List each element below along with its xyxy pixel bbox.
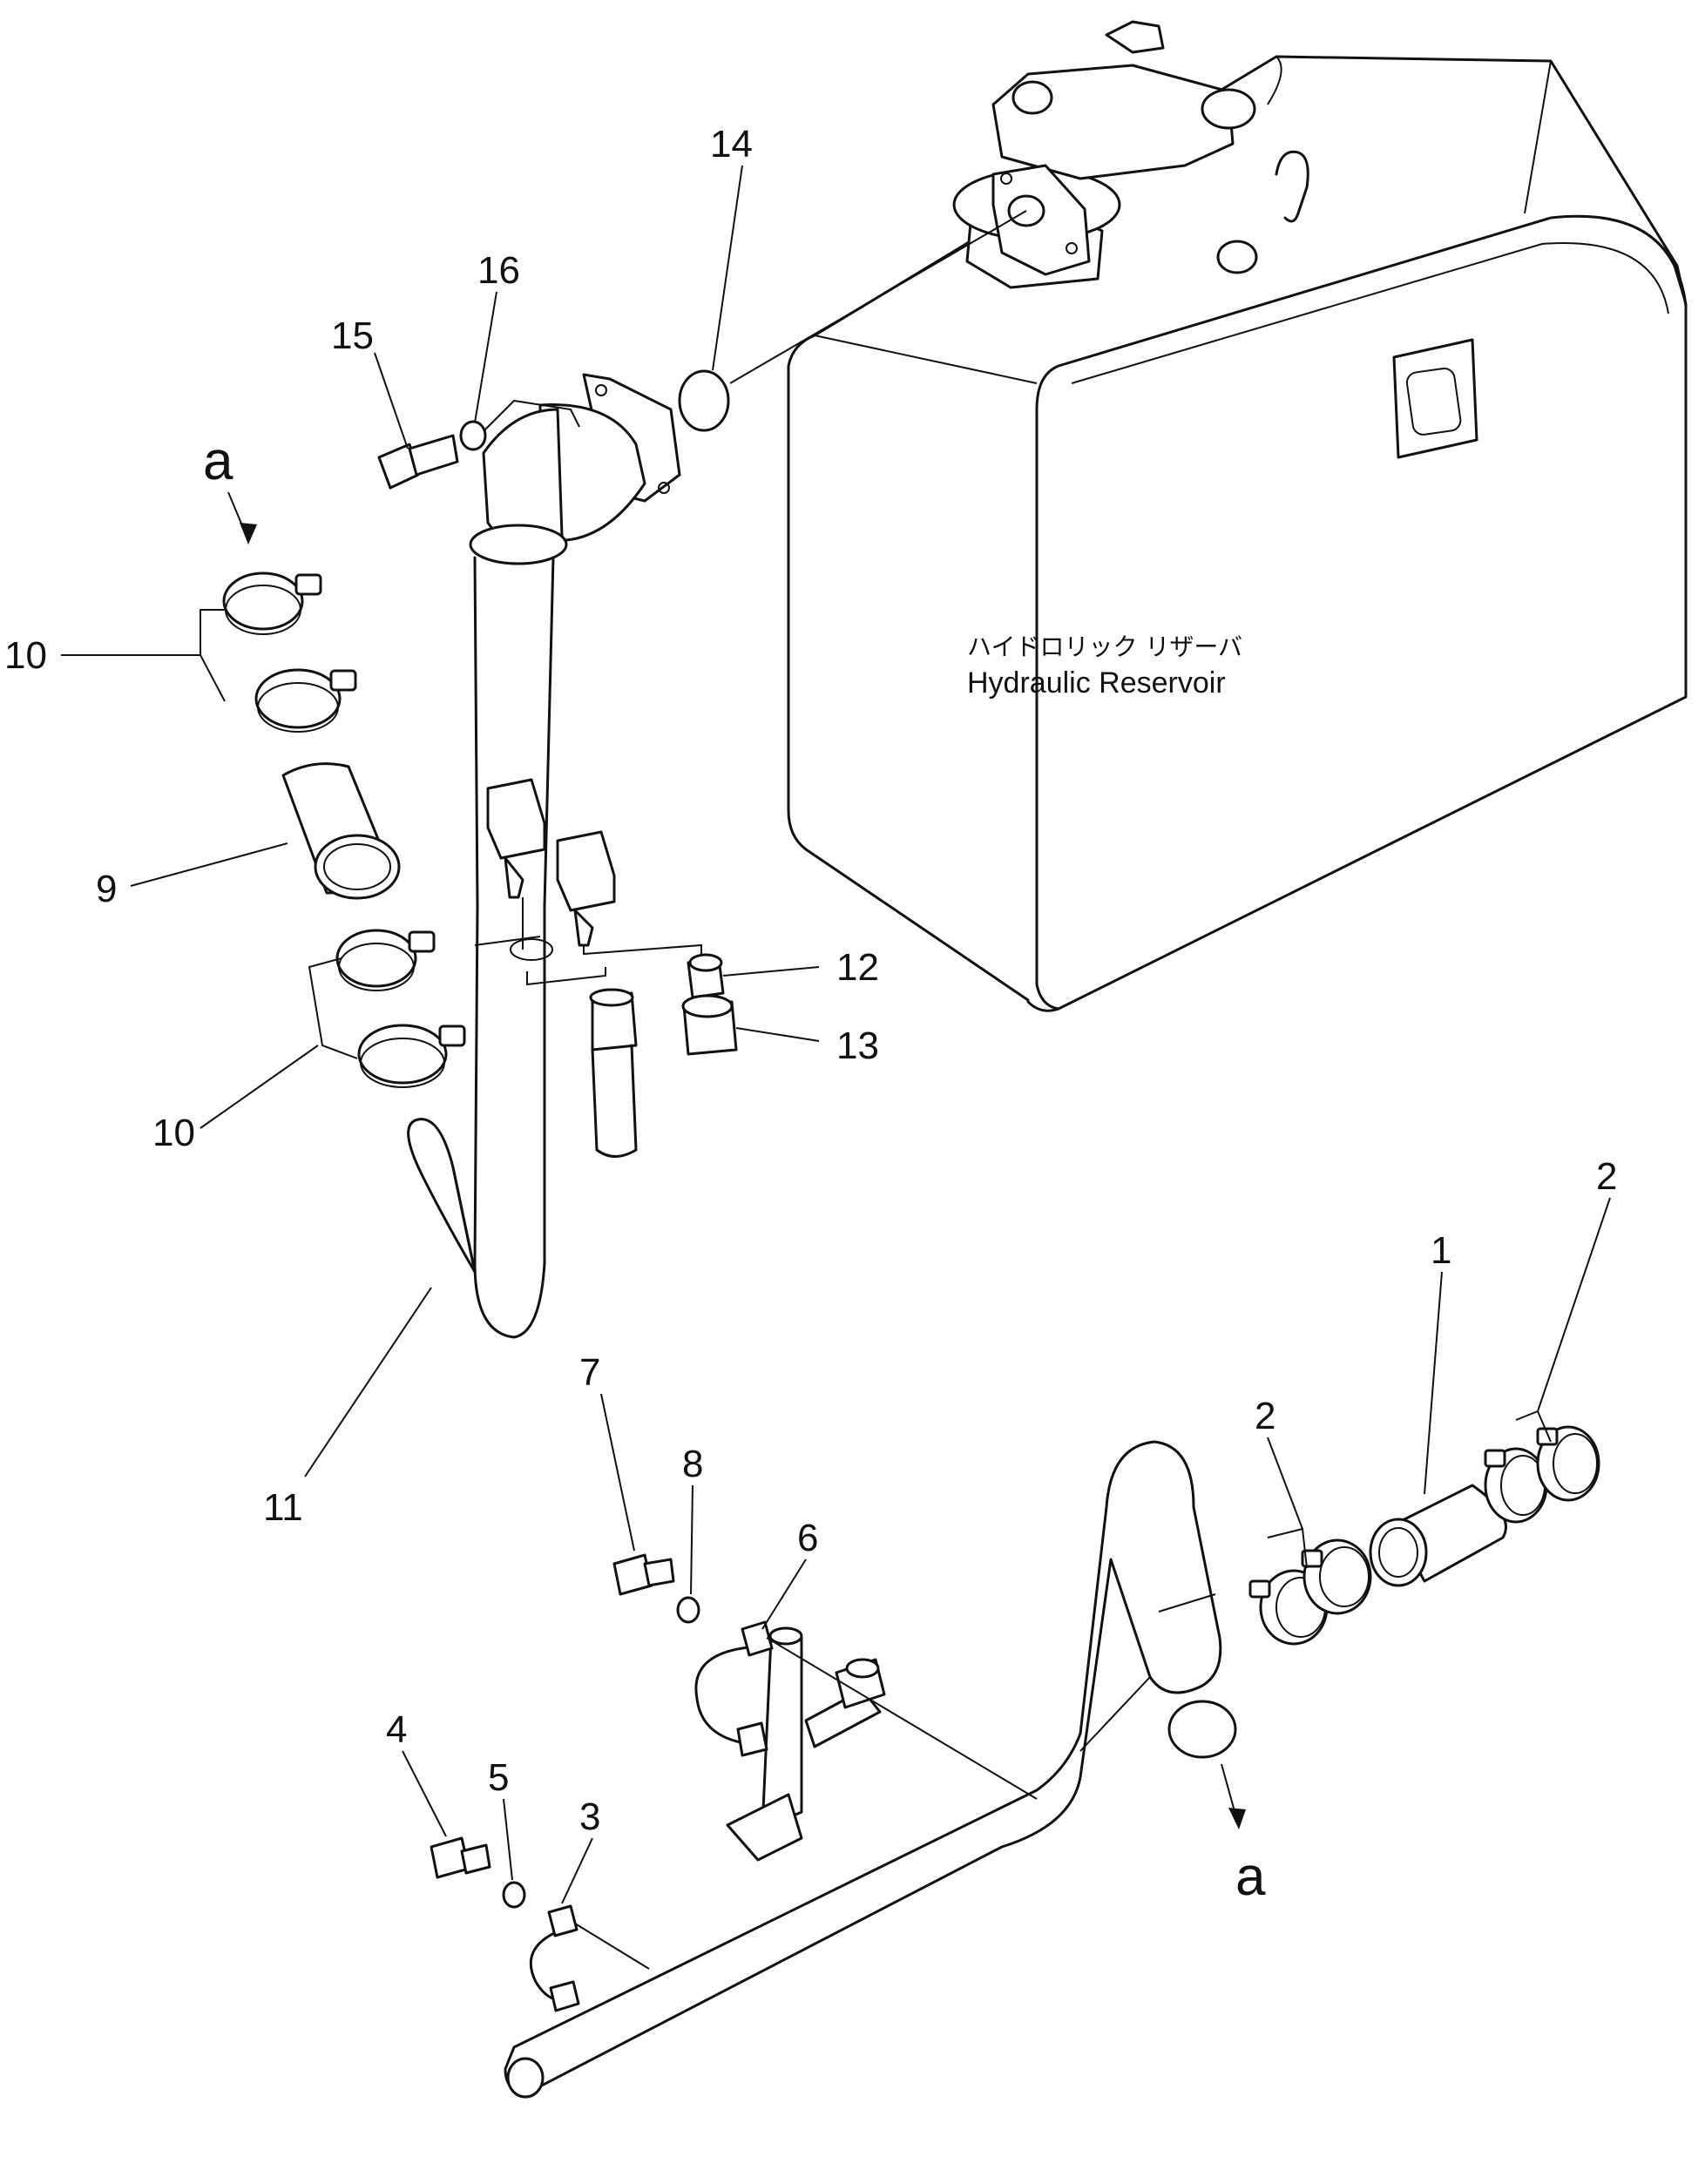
callout-a-bottom: a [1235,1847,1266,1907]
reservoir-name-en: Hydraulic Reservoir [967,666,1226,700]
tank-top-filter [952,20,1309,289]
suction-tube [407,556,555,1339]
callout-7: 7 [579,1351,600,1394]
pipe-clamp-lower [529,1904,650,2012]
callout-11: 11 [263,1486,303,1529]
bolt-flange [377,434,459,490]
hose-clamp-lower-b [357,1024,466,1088]
callout-15: 15 [331,314,374,357]
callout-2-left: 2 [1255,1395,1275,1437]
pipe-clamp-upper [694,1620,1038,1800]
bolt-lower-clamp [430,1836,491,1879]
rubber-hose-right [1369,1484,1507,1587]
nut [681,994,738,1056]
sight-gauge [1392,338,1478,459]
hose-clamp-lower-a [335,929,436,991]
callout-13: 13 [836,1024,879,1067]
washer-upper-clamp [676,1596,700,1624]
callout-9: 9 [96,868,117,910]
callout-10-upper: 10 [4,634,47,677]
callout-3: 3 [579,1795,600,1838]
hydraulic-reservoir: ハイドロリック リザーバ Hydraulic Reservoir [729,20,1688,1012]
callout-2-right: 2 [1596,1155,1617,1198]
hose-clamp-right-d [1536,1425,1600,1502]
hose-clamp-upper-a [222,571,322,635]
reservoir-name-jp: ハイドロリック リザーバ [967,632,1242,661]
leader-lines [61,165,1611,1904]
hose-clamp-right-c [1484,1447,1548,1524]
callout-8: 8 [682,1443,703,1485]
callout-10-lower: 10 [152,1112,195,1154]
callout-1: 1 [1431,1229,1451,1272]
o-ring [678,369,730,432]
bolt-upper-clamp [612,1553,675,1596]
callout-5: 5 [488,1756,509,1799]
hose-clamp-right-b [1301,1538,1372,1615]
elbow-fittings [486,778,702,958]
callout-4: 4 [386,1708,407,1751]
hose-clamp-upper-b [254,668,357,733]
callout-16: 16 [477,249,520,292]
connector-fitting [687,953,725,999]
lower-suction-pipe [504,1440,1237,2099]
callout-a-top: a [203,431,233,491]
callout-6: 6 [797,1517,818,1559]
rubber-hose [281,762,401,900]
callout-14: 14 [710,123,753,166]
washer-lower-clamp [502,1881,526,1909]
drain-pipe [526,967,638,1158]
washer-flange [459,420,487,451]
callout-12: 12 [836,946,879,989]
suction-elbow [469,373,681,565]
callout-labels: a 10 9 10 11 15 16 14 12 13 7 8 6 4 5 3 … [4,123,1617,1907]
